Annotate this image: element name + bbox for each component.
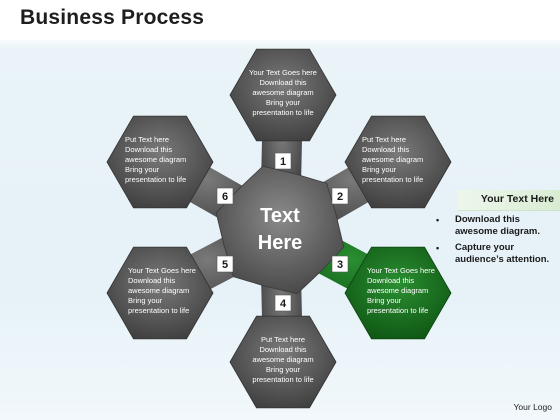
side-panel-title: Your Text Here (480, 193, 554, 205)
segment-5-hexagon (106, 246, 214, 340)
title-bar: Business Process (0, 0, 560, 40)
segment-3-hexagon (344, 246, 452, 340)
segment-3-text-line: presentation to life (367, 306, 428, 315)
badge-box (331, 255, 349, 273)
segment-3-text-line: Your Text Goes here (367, 266, 435, 275)
segment-5-text-line: Download this (128, 276, 175, 285)
segment-3-badge: 3 (331, 255, 349, 273)
badge-number: 3 (337, 259, 343, 271)
badge-number: 5 (222, 259, 228, 271)
segment-5-text-line: presentation to life (128, 306, 189, 315)
segment-6-text-line: Bring your (125, 165, 160, 174)
bullet-dot-icon: • (436, 243, 440, 253)
center-hub: Text Here (215, 165, 345, 295)
segment-4-text-line: presentation to life (252, 375, 313, 384)
segment-2-badge: 2 (331, 187, 349, 205)
segment-4-badge: 4 (274, 294, 292, 312)
badge-box (274, 294, 292, 312)
segment-5-text-line: Bring your (128, 296, 163, 305)
segment-2-hexagon (344, 115, 452, 209)
side-bullet-item: • Download this awesome diagram. (428, 214, 558, 238)
side-panel-header: Your Text Here (458, 190, 560, 211)
center-octagon (215, 165, 345, 295)
segment-1-text-line: Download this (259, 78, 306, 87)
segment-3-text-line: Download this (367, 276, 414, 285)
segment-2-text-line: awesome diagram (362, 155, 423, 164)
segment-3-text-line: awesome diagram (367, 286, 428, 295)
segment-1-text-line: presentation to life (252, 108, 313, 117)
segment-2-text-line: Put Text here (362, 135, 406, 144)
badge-box (216, 187, 234, 205)
segment-5-text-line: Your Text Goes here (128, 266, 196, 275)
segment-6-hexagon (106, 115, 214, 209)
segment-4-text-line: awesome diagram (252, 355, 313, 364)
side-bullet-1-line1: Download this (455, 214, 520, 225)
segment-6-text-line: Download this (125, 145, 172, 154)
segment-4-text-line: Bring your (266, 365, 301, 374)
segment-1-badge: 1 (274, 152, 292, 170)
segment-6-badge: 6 (216, 187, 234, 205)
badge-number: 1 (280, 156, 286, 168)
page-title: Business Process (20, 6, 205, 29)
side-bullet-2-line1: Capture your (455, 242, 515, 253)
center-text-line2: Here (258, 232, 302, 254)
segment-3-text-line: Bring your (367, 296, 402, 305)
side-panel-bullets: • Download this awesome diagram. • Captu… (428, 214, 558, 270)
badge-box (331, 187, 349, 205)
segment-5-badge: 5 (216, 255, 234, 273)
segment-1-text-line: Your Text Goes here (249, 68, 317, 77)
segment-2-text-line: presentation to life (362, 175, 423, 184)
badge-number: 4 (280, 298, 287, 310)
badge-number: 2 (337, 191, 343, 203)
segment-6-text-line: Put Text here (125, 135, 169, 144)
segment-6-text-line: awesome diagram (125, 155, 186, 164)
badge-box (274, 152, 292, 170)
bullet-dot-icon: • (436, 215, 440, 225)
segment-4-hexagon (229, 315, 337, 409)
side-bullet-2-line2: audience’s attention. (455, 254, 550, 265)
segment-4-text-line: Download this (259, 345, 306, 354)
segment-2-text-line: Bring your (362, 165, 397, 174)
center-text-line1: Text (260, 205, 300, 227)
side-bullet-1-line2: awesome diagram. (455, 226, 541, 237)
badge-box (216, 255, 234, 273)
side-bullet-item: • Capture your audience’s attention. (428, 242, 558, 266)
badge-number: 6 (222, 191, 228, 203)
segment-5-text-line: awesome diagram (128, 286, 189, 295)
segment-1-text-line: awesome diagram (252, 88, 313, 97)
badges-layer: 1 2 3 4 5 6 (216, 152, 349, 312)
segment-4-text-line: Put Text here (261, 335, 305, 344)
segment-2-text-line: Download this (362, 145, 409, 154)
segment-1-hexagon (229, 48, 337, 142)
segment-1-text-line: Bring your (266, 98, 301, 107)
logo-text: Your Logo (513, 402, 552, 412)
segment-6-text-line: presentation to life (125, 175, 186, 184)
